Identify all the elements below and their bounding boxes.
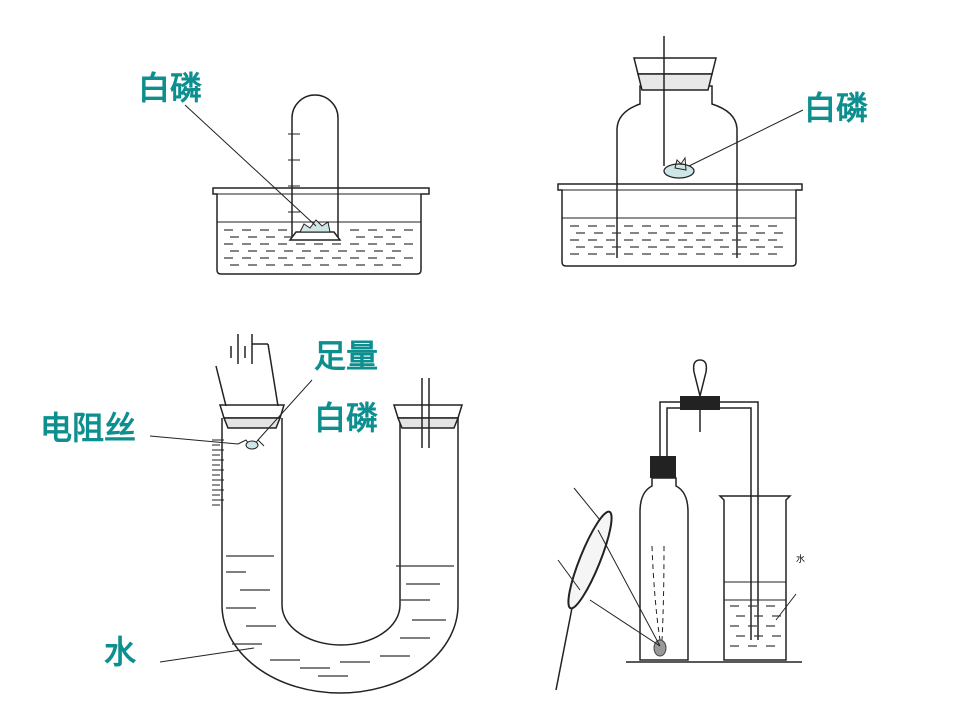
panel1-test-tube: [291, 94, 339, 240]
panel1-phosphorus: [299, 219, 331, 233]
panel4-stopper: [650, 456, 676, 478]
panel3-phosphorus-label: 白磷: [314, 399, 379, 437]
panel2-phosphorus: [674, 156, 687, 171]
panel3-battery: [230, 334, 268, 364]
panel3-resistance-wire-label: 电阻丝: [40, 409, 137, 447]
panel1-scale: [288, 133, 300, 213]
panel2-stopper: [633, 57, 717, 75]
panel4-magnifier: [567, 510, 613, 610]
panel1-dish: [288, 231, 342, 241]
panel3-phosphorus: [245, 440, 259, 450]
panel2-spoon: [663, 163, 695, 179]
panel3-water-label: 水: [104, 633, 137, 671]
panel1-trough: [212, 187, 430, 275]
panel4-clamp: [680, 396, 720, 410]
panel3-left-stopper: [218, 404, 286, 419]
panel3-scale: [212, 439, 224, 506]
panel3-apparatus: [149, 334, 464, 694]
panel3-u-tube: [221, 418, 459, 694]
panel4-water: [730, 605, 781, 647]
panel1-phosphorus-label: 白磷: [138, 69, 203, 107]
panel1-apparatus: [184, 94, 430, 275]
panel3-right-stopper: [392, 404, 464, 419]
panel4-apparatus: [555, 359, 802, 691]
panel2-apparatus: [557, 36, 804, 267]
panel2-water: [570, 225, 783, 255]
panel3-sufficient-label: 足量: [314, 337, 379, 375]
panel3-water: [226, 555, 454, 677]
panel4-water-label: 水: [796, 555, 806, 565]
panel2-phosphorus-label: 白磷: [804, 89, 869, 127]
panel4-beaker: [718, 495, 792, 661]
panel2-trough: [557, 183, 803, 267]
panel1-water: [224, 229, 413, 266]
panel4-phosphorus: [653, 639, 667, 657]
